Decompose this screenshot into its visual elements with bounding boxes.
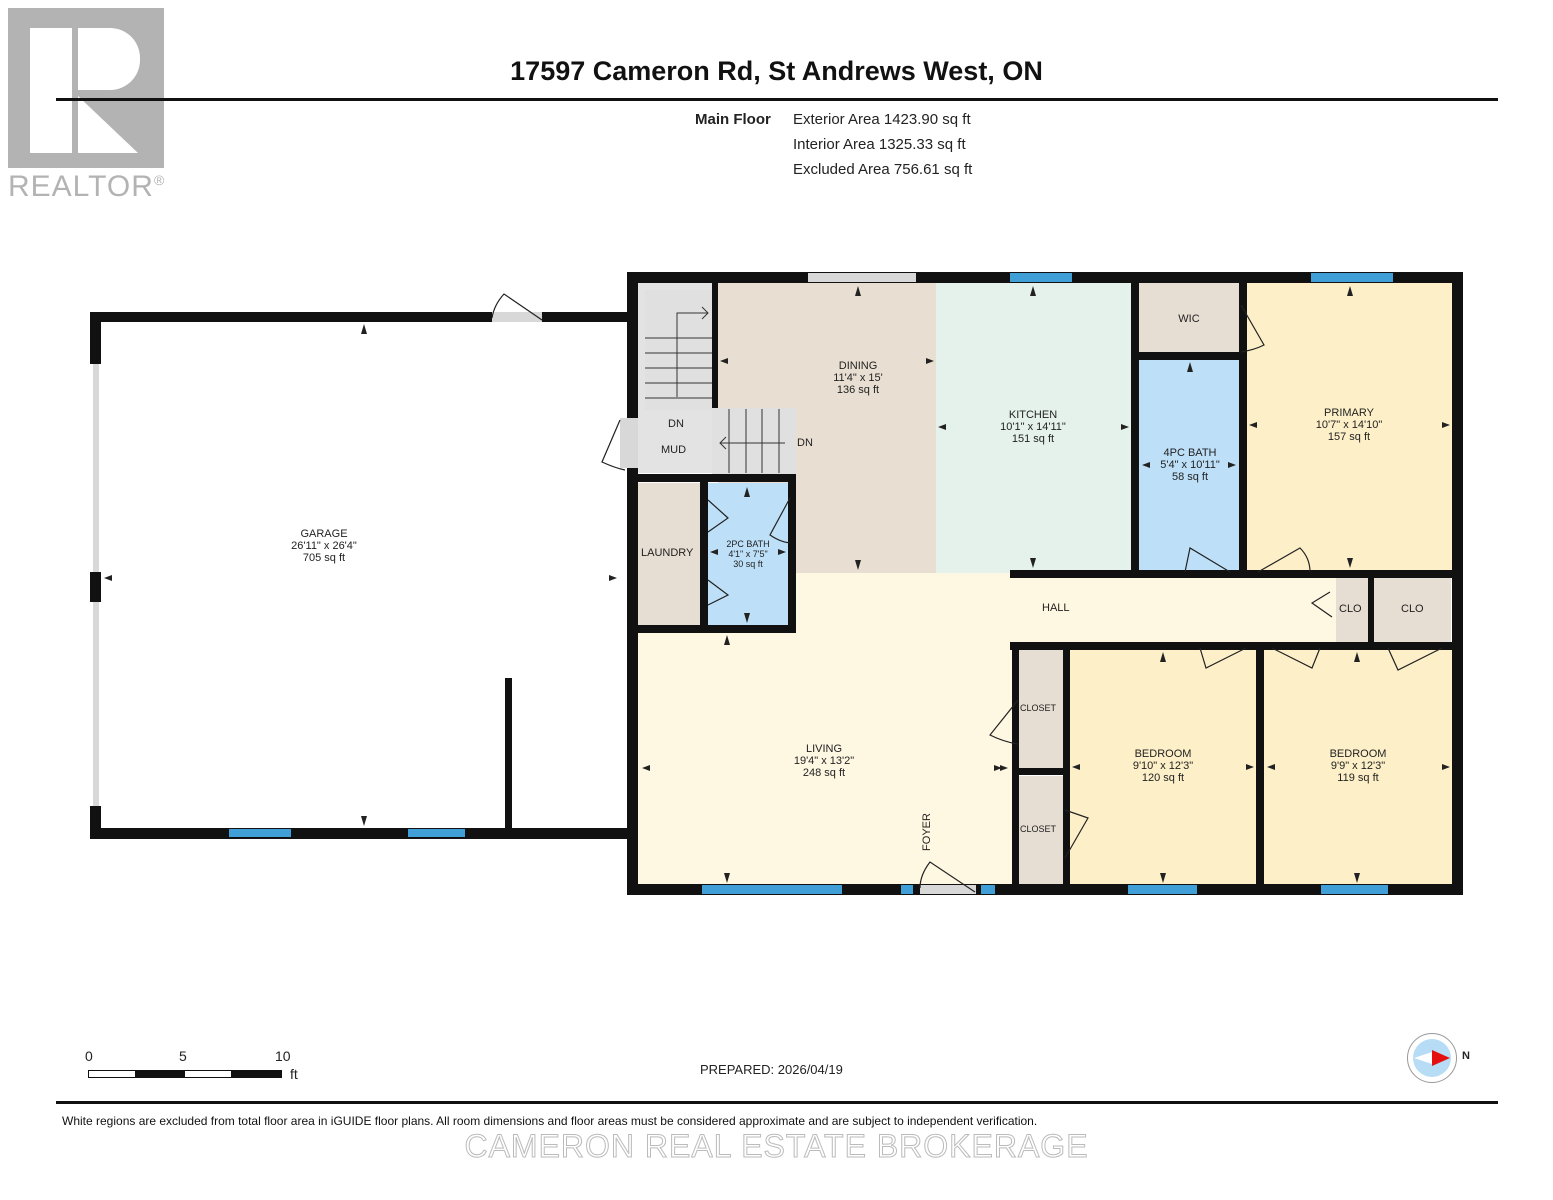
garage-door-left-2 [93,602,99,806]
mud-door [620,418,638,468]
window [229,829,291,837]
garage-door-left [93,364,99,572]
room-clo-1 [1336,577,1368,642]
compass-icon [1407,1033,1457,1083]
room-closet-2 [1018,776,1063,886]
label-closet-1: CLOSET [1020,703,1057,713]
stairs-lower [712,408,796,474]
compass-north-label: N [1462,1050,1470,1062]
room-4pc-bath [1139,360,1239,572]
door-swings [104,286,1450,893]
scale-label-10: 10 [275,1048,291,1064]
room-clo-2 [1374,577,1451,642]
window [1321,885,1388,894]
prepared-date: PREPARED: 2026/04/19 [700,1062,843,1077]
window [1128,885,1197,894]
room-2pc-bath [708,483,788,625]
stairs-upper [645,290,712,410]
window [408,829,465,837]
room-kitchen [936,283,1131,573]
room-laundry [638,483,700,625]
footer-rule [56,1101,1498,1104]
room-living [638,630,1012,885]
label-foyer: FOYER [920,813,933,851]
room-wic [1139,283,1239,353]
label-laundry: LAUNDRY [641,547,694,559]
dimension-arrows [104,286,1450,883]
scale-label-5: 5 [179,1048,187,1064]
window [1010,273,1072,282]
label-mud: MUD [661,444,687,456]
room-primary [1246,283,1452,572]
label-closet-2: CLOSET [1020,824,1057,834]
window [702,885,842,894]
realtor-wordmark: REALTOR® [8,170,166,203]
exterior-area: Exterior Area 1423.90 sq ft [793,111,971,128]
room-bedroom-1 [1070,650,1256,886]
label-dn-1: DN [668,418,684,430]
scale-label-0: 0 [85,1048,93,1064]
page-title: 17597 Cameron Rd, St Andrews West, ON [510,56,1043,86]
stairs-icon [645,306,785,473]
brokerage-watermark: CAMERON REAL ESTATE BROKERAGE [464,1128,1089,1165]
window [1311,273,1393,282]
disclaimer: White regions are excluded from total fl… [62,1114,1038,1128]
interior-area: Interior Area 1325.33 sq ft [793,136,966,153]
label-clo-1: CLO [1339,603,1362,615]
label-hall: HALL [1042,602,1070,614]
header-rule [56,98,1498,101]
label-clo-2: CLO [1401,603,1424,615]
sliding-door [808,273,916,282]
garage-side-door [492,312,542,322]
room-living-upper [796,573,1012,633]
front-door [920,885,976,894]
scale-bar [88,1070,282,1078]
room-bedroom-2 [1264,650,1452,886]
window [901,885,913,894]
label-wic: WIC [1178,313,1200,325]
window [981,885,995,894]
realtor-logo [8,8,164,168]
label-dn-2: DN [797,437,813,449]
scale-unit: ft [290,1066,298,1082]
excluded-area: Excluded Area 756.61 sq ft [793,161,973,178]
room-closet-1 [1018,650,1063,768]
floor-label: Main Floor [695,111,771,128]
